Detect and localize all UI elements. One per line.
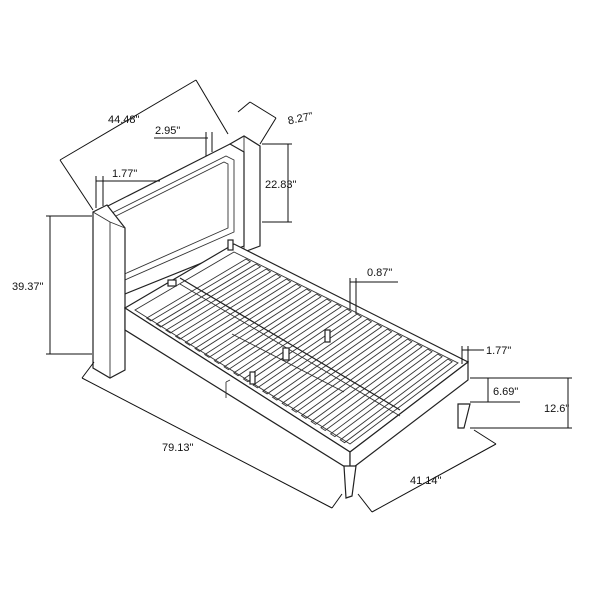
slat <box>320 348 433 432</box>
slat <box>155 263 262 328</box>
dim-overall-width: 44.48" <box>108 114 140 126</box>
slat <box>252 313 363 389</box>
dim-panel-height: 22.83" <box>265 179 297 191</box>
slat <box>329 353 443 438</box>
slat <box>213 293 322 365</box>
center-support <box>167 239 401 417</box>
bracket <box>227 239 234 251</box>
slat <box>194 283 302 352</box>
slat <box>262 318 373 395</box>
slat <box>271 323 383 401</box>
slat <box>339 358 453 444</box>
bracket <box>282 347 290 361</box>
bracket <box>324 329 331 343</box>
slat <box>281 328 393 407</box>
dim-slat-gap: 0.87" <box>367 267 392 279</box>
slat <box>300 338 413 419</box>
slat <box>165 268 272 334</box>
dim-headboard-height: 39.37" <box>12 281 44 293</box>
legs <box>343 403 471 499</box>
foot-rail <box>349 360 469 472</box>
slats <box>145 258 453 444</box>
slat <box>174 273 282 340</box>
dimension-lines <box>46 79 572 513</box>
headboard-left-post <box>92 204 126 379</box>
slat <box>242 308 353 383</box>
dim-clearance: 12.6" <box>544 403 569 415</box>
dim-overall-length: 79.13" <box>162 442 194 454</box>
bracket <box>167 279 177 287</box>
dim-rail-height: 6.69" <box>493 386 518 398</box>
leg-right <box>457 403 471 429</box>
dim-panel-inset: 2.95" <box>155 125 180 137</box>
slat <box>232 303 342 377</box>
dim-headboard-border: 1.77" <box>112 168 137 180</box>
bracket <box>249 371 256 385</box>
headboard <box>92 135 261 379</box>
slat <box>310 343 423 425</box>
dimension-labels: 44.48" 8.27" 2.95" 1.77" 22.83" 39.37" 0… <box>12 110 569 487</box>
slat <box>223 298 332 371</box>
dim-post-depth: 8.27" <box>287 110 314 127</box>
slat <box>203 288 312 358</box>
dim-rail-thickness: 1.77" <box>486 345 511 357</box>
slat <box>291 333 403 413</box>
slat <box>145 258 252 322</box>
slat <box>184 278 292 346</box>
leg-front <box>343 465 357 499</box>
dim-bed-width: 41.14" <box>410 475 442 487</box>
